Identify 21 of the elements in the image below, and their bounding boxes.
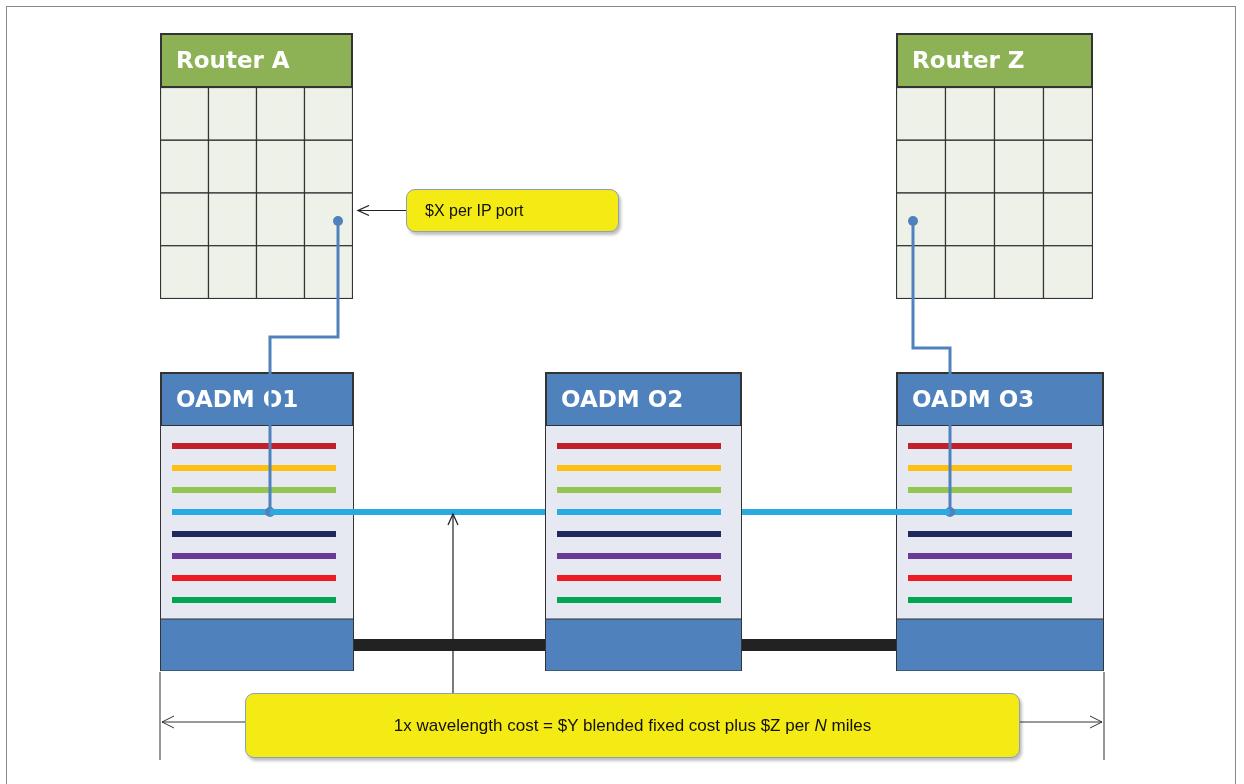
connector-line (908, 216, 955, 517)
oadm-box (545, 372, 742, 670)
oadm-header: OADM O3 (897, 373, 1103, 426)
router-header: Router A (161, 34, 352, 87)
arrow (357, 204, 407, 217)
router-box (160, 33, 353, 298)
router-header: Router Z (897, 34, 1092, 87)
link-line (270, 509, 545, 515)
link-line (354, 639, 545, 651)
connector-line (265, 216, 343, 517)
arrow (447, 513, 459, 694)
link-line (742, 639, 896, 651)
oadm-header: OADM O2 (546, 373, 741, 426)
callout-text: $X per IP port (425, 201, 524, 220)
callout-box (245, 693, 1020, 758)
callout-box (406, 189, 619, 232)
callout-text: 1x wavelength cost = $Y blended fixed cost plus $Z per N miles (393, 715, 872, 736)
oadm-box (896, 372, 1104, 670)
link-line (742, 509, 950, 515)
router-box (896, 33, 1093, 298)
oadm-box (160, 372, 354, 670)
